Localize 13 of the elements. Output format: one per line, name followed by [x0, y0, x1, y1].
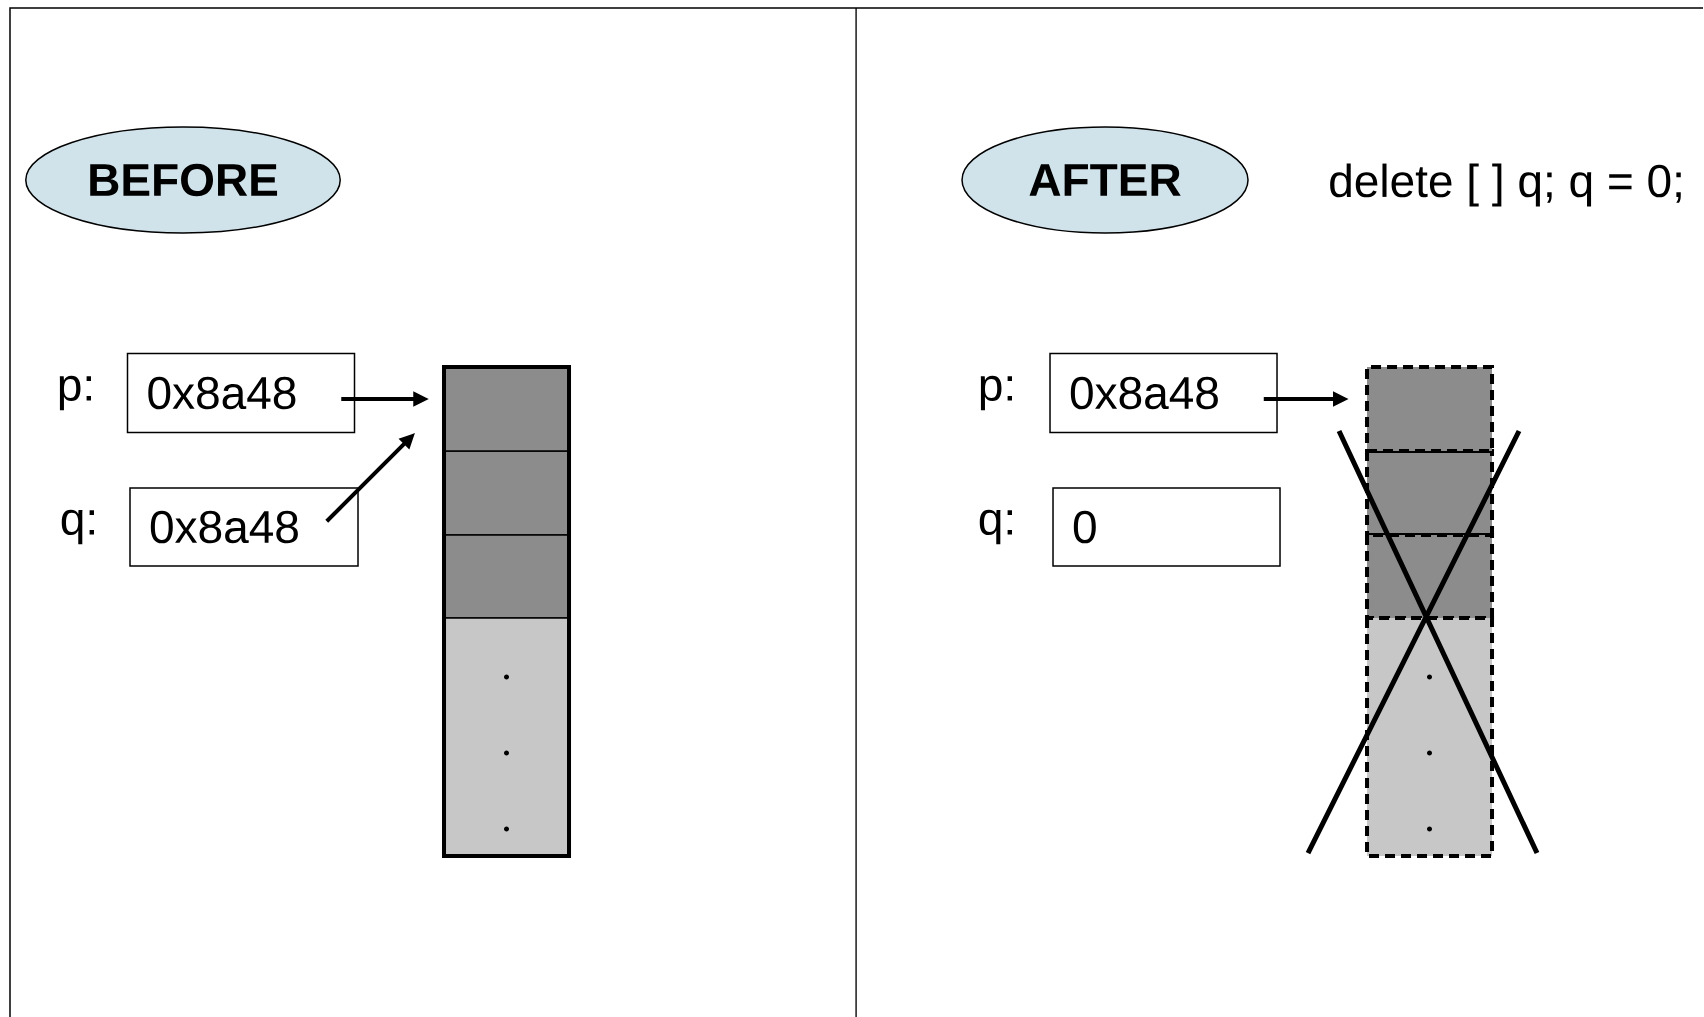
oval-label: AFTER — [961, 126, 1249, 234]
variable-name: q: — [979, 509, 1012, 545]
code-statement: delete [ ] q; q = 0; — [1330, 163, 1681, 207]
variable-name: q: — [61, 509, 94, 545]
oval-label: BEFORE — [25, 126, 341, 234]
memory-cell — [443, 366, 570, 452]
value-box: 0x8a48 — [126, 352, 356, 434]
memory-cell — [1365, 365, 1494, 453]
value-box: 0x8a48 — [129, 487, 359, 567]
variable-name: p: — [980, 375, 1012, 411]
value-box: 0x8a48 — [1049, 352, 1278, 434]
variable-name: p: — [59, 375, 91, 411]
value-box: 0 — [1052, 487, 1281, 567]
